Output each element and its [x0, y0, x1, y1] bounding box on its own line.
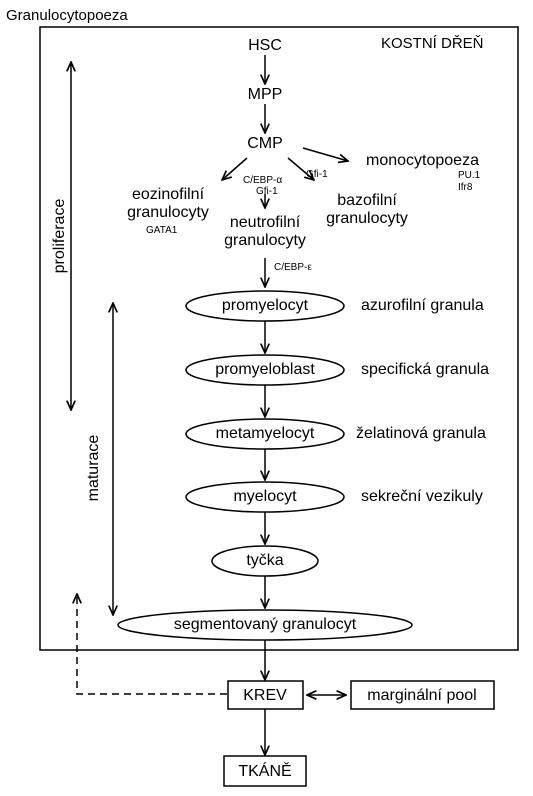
- phase-proliferace: proliferace: [51, 198, 68, 274]
- arrow-cmp-monocytopoeza: [302, 147, 348, 161]
- arrow-cmp-bazofilni: [287, 157, 314, 180]
- granula-specificka: specifická granula: [361, 361, 490, 378]
- stage-metamyelocyt: metamyelocyt: [215, 425, 315, 442]
- node-eozinofilni: eozinofilní granulocyty: [127, 186, 209, 221]
- node-bazofilni: bazofilní granulocyty: [326, 192, 408, 227]
- phase-maturace: maturace: [85, 434, 102, 502]
- factor-cebp-alpha: C/EBP-α: [243, 175, 283, 186]
- granula-zelatinova: želatinová granula: [356, 425, 486, 442]
- recirculation-dashed-arrow: [77, 594, 227, 695]
- box-pool-label: marginální pool: [367, 687, 477, 704]
- node-cmp: CMP: [247, 135, 283, 152]
- factor-cebp-epsilon: C/EBP-ε: [274, 262, 312, 273]
- node-monocytopoeza: monocytopoeza: [366, 152, 479, 169]
- pool-box: [350, 680, 495, 710]
- stage-promyeloblast: promyeloblast: [215, 361, 315, 378]
- granula-sekrecni: sekreční vezikuly: [361, 488, 483, 505]
- factor-pu1: PU.1: [458, 170, 481, 181]
- factor-gata1: GATA1: [146, 225, 178, 236]
- bone-marrow-frame: [39, 26, 519, 651]
- krev-box: [227, 680, 304, 710]
- node-mpp: MPP: [247, 86, 283, 103]
- arrow-cmp-eozinofilni: [222, 157, 248, 180]
- node-hsc: HSC: [248, 37, 282, 54]
- node-neutrofilni: neutrofilní granulocyty: [224, 214, 306, 249]
- tkane-box: [223, 755, 307, 787]
- box-krev-label: KREV: [243, 687, 287, 704]
- stage-myelocyt: myelocyt: [233, 488, 297, 505]
- stage-segmentovany: segmentovaný granulocyt: [173, 616, 357, 633]
- stage-promyelocyt: promyelocyt: [221, 297, 309, 314]
- granula-azurofilni: azurofilní granula: [361, 297, 484, 314]
- factor-gfi1-neutro: Gfi-1: [256, 186, 278, 197]
- region-label: KOSTNÍ DŘEŇ: [381, 35, 484, 52]
- diagram-title: Granulocytopoeza: [6, 7, 128, 24]
- stage-tycka: tyčka: [246, 552, 284, 569]
- factor-ifr8: Ifr8: [458, 182, 473, 193]
- factor-gfi1-bazo: Gfi-1: [306, 169, 328, 180]
- box-tkane-label: TKÁNĚ: [238, 763, 292, 780]
